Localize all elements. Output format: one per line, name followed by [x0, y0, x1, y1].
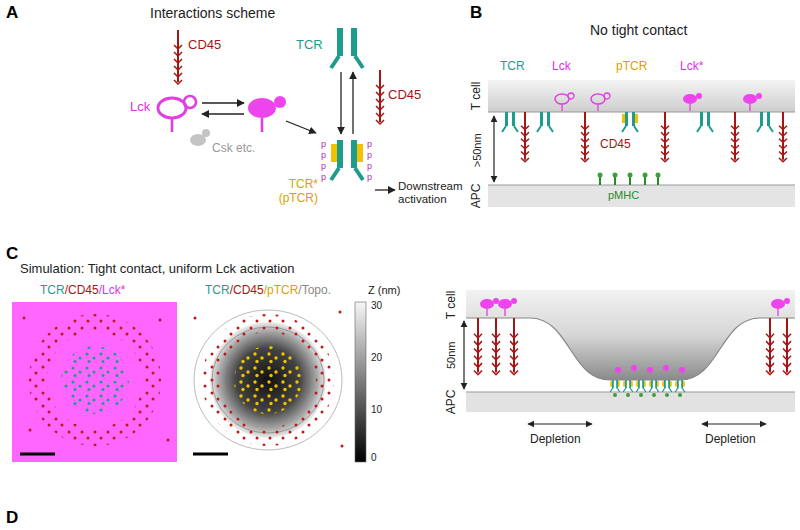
legend-part: /CD45 — [65, 284, 99, 298]
dimension-label: 50nm — [446, 341, 459, 369]
panel-title: No tight contact — [590, 22, 687, 38]
phospho-mark: p — [367, 150, 372, 160]
cell-label: APC — [445, 390, 459, 415]
panel-title: Interactions scheme — [150, 5, 275, 21]
tick-label: 0 — [371, 452, 377, 464]
molecule-label: TCR — [296, 38, 323, 53]
tight-contact-drawing — [464, 290, 795, 424]
panel-letter: B — [470, 3, 482, 23]
legend-part: /CD45 — [230, 284, 264, 298]
phospho-mark: p — [367, 139, 372, 149]
phospho-mark: p — [321, 150, 326, 160]
molecule-label: TCR — [500, 60, 525, 74]
phospho-mark: p — [367, 172, 372, 182]
panel-letter: A — [6, 3, 18, 23]
molecule-label: pTCR — [616, 60, 647, 74]
molecule-label: Lck — [552, 60, 571, 74]
phospho-mark: p — [321, 161, 326, 171]
panel-letter: D — [6, 508, 18, 528]
legend-part: /pTCR — [264, 284, 299, 298]
molecule-label: Csk etc. — [212, 142, 255, 156]
no-contact-drawing — [488, 80, 795, 207]
tick-label: 10 — [371, 404, 382, 416]
molecule-label: CD45 — [600, 138, 631, 152]
cell-label: T cell — [470, 82, 484, 110]
molecule-label: TCR* (pTCR) — [266, 178, 318, 206]
molecule-label: Lck* — [680, 60, 703, 74]
phospho-mark: p — [321, 139, 326, 149]
simulation-plots — [12, 302, 366, 462]
region-label: Depletion — [705, 433, 756, 447]
panel-letter: C — [6, 244, 18, 264]
legend-part: /Topo. — [298, 284, 331, 298]
process-label: Downstream activation — [398, 180, 464, 206]
panel-title: Simulation: Tight contact, uniform Lck a… — [20, 262, 295, 277]
molecule-label: CD45 — [188, 38, 221, 53]
legend-part: TCR — [205, 284, 230, 298]
interaction-scheme — [158, 28, 395, 190]
dimension-label: >50nm — [471, 133, 484, 167]
cell-label: APC — [470, 184, 484, 209]
axis-title: Z (nm) — [368, 284, 400, 297]
tick-label: 30 — [371, 300, 382, 312]
tick-label: 20 — [371, 352, 382, 364]
region-label: Depletion — [530, 433, 581, 447]
molecule-label: Lck — [130, 100, 150, 115]
cell-label: T cell — [445, 291, 459, 319]
molecule-label: pMHC — [608, 189, 639, 202]
molecule-label: CD45 — [388, 88, 421, 103]
legend-part: TCR — [40, 284, 65, 298]
legend-part: /Lck* — [99, 284, 126, 298]
phospho-mark: p — [367, 161, 372, 171]
phospho-mark: p — [321, 172, 326, 182]
